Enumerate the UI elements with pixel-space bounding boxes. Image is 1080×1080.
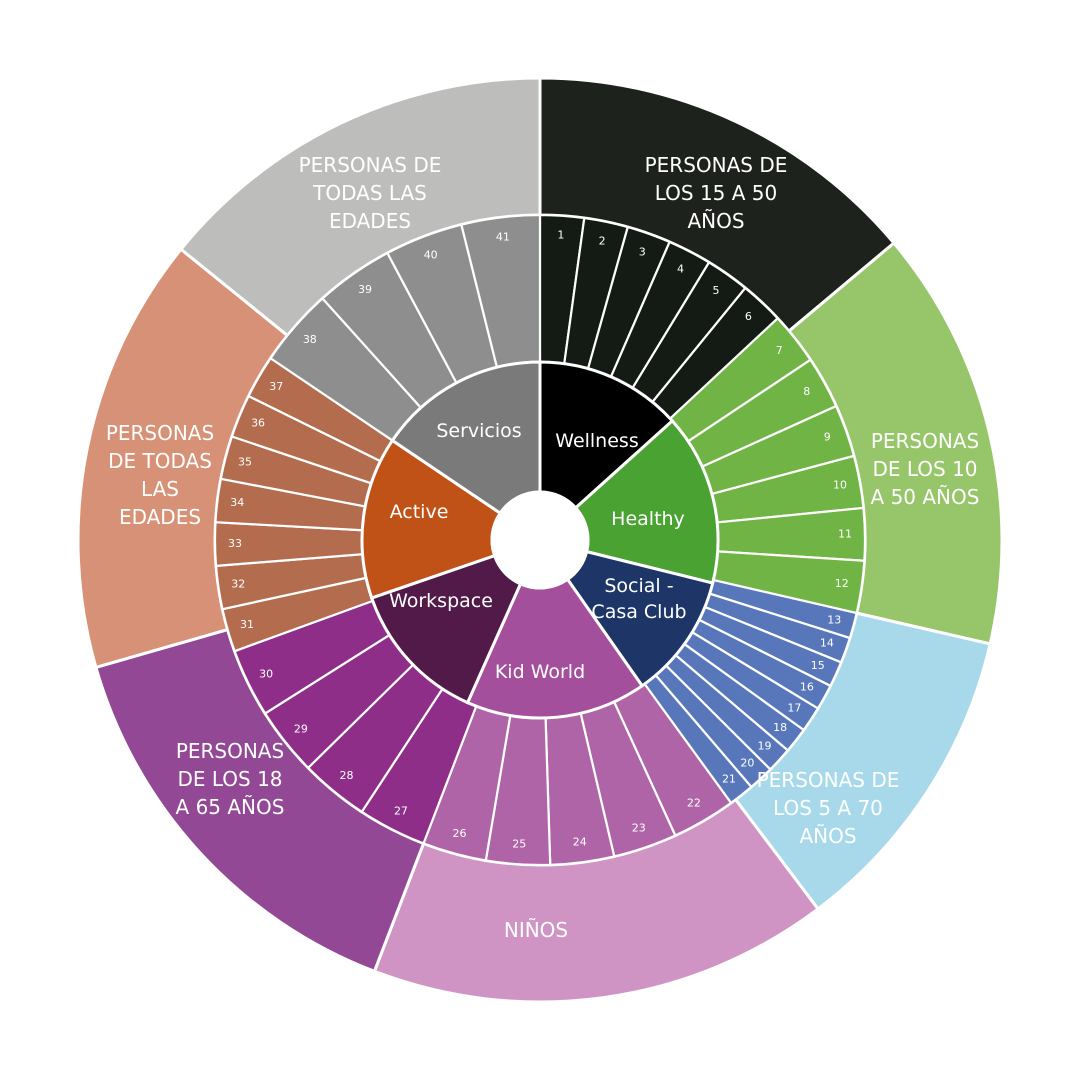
service-number-13: 13 (827, 613, 841, 626)
service-number-17: 17 (787, 701, 801, 714)
audience-label-workspace: PERSONAS DE LOS 18 A 65 AÑOS (176, 739, 285, 819)
service-number-24: 24 (573, 835, 587, 848)
audience-label-active: PERSONAS DE TODAS LAS EDADES (106, 421, 214, 529)
category-label-line: Workspace (389, 590, 493, 612)
category-label-line: Kid World (495, 661, 585, 683)
audience-label-line: DE TODAS (108, 449, 212, 473)
service-number-4: 4 (677, 262, 684, 275)
audience-label-kidworld: NIÑOS (504, 918, 568, 942)
service-number-12: 12 (835, 577, 849, 590)
category-label-social: Social - Casa Club (591, 575, 686, 623)
category-label-line: Healthy (611, 508, 685, 530)
service-number-20: 20 (740, 757, 754, 770)
category-label-line: Casa Club (591, 601, 686, 623)
service-number-8: 8 (803, 385, 810, 398)
service-number-29: 29 (294, 722, 308, 735)
service-number-21: 21 (722, 772, 736, 785)
audience-label-line: AÑOS (687, 209, 744, 233)
audience-label-line: EDADES (329, 209, 411, 233)
category-label-kidworld: Kid World (495, 661, 585, 683)
category-label-wellness: Wellness (555, 430, 638, 452)
audience-label-line: LOS 15 A 50 (655, 181, 778, 205)
audience-label-line: AÑOS (799, 824, 856, 848)
category-label-line: Wellness (555, 430, 638, 452)
service-number-11: 11 (838, 528, 852, 541)
audience-label-healthy: PERSONAS DE LOS 10 A 50 AÑOS (871, 429, 980, 509)
service-number-3: 3 (639, 246, 646, 259)
audience-label-line: DE LOS 10 (872, 457, 977, 481)
audience-label-line: NIÑOS (504, 918, 568, 942)
service-number-10: 10 (833, 478, 847, 491)
service-numbers-ring (213, 213, 867, 867)
service-number-5: 5 (713, 284, 720, 297)
service-number-18: 18 (773, 721, 787, 734)
audience-label-wellness: PERSONAS DE LOS 15 A 50 AÑOS (645, 153, 788, 233)
audience-label-line: PERSONAS (176, 739, 284, 763)
category-label-line: Servicios (436, 420, 521, 442)
service-number-1: 1 (557, 229, 564, 242)
audience-label-servicios: PERSONAS DE TODAS LAS EDADES (299, 153, 442, 233)
service-number-39: 39 (358, 283, 372, 296)
service-number-38: 38 (303, 333, 317, 346)
service-number-37: 37 (269, 380, 283, 393)
audience-label-line: PERSONAS DE (757, 768, 900, 792)
service-number-7: 7 (776, 344, 783, 357)
audience-label-line: PERSONAS (106, 421, 214, 445)
service-number-32: 32 (231, 578, 245, 591)
category-label-line: Active (390, 501, 449, 523)
service-number-40: 40 (424, 248, 438, 261)
service-number-41: 41 (496, 230, 510, 243)
audience-ring (76, 76, 1004, 1004)
service-number-33: 33 (228, 537, 242, 550)
category-label-line: Social - (604, 575, 673, 597)
category-label-servicios: Servicios (436, 420, 521, 442)
service-number-26: 26 (453, 827, 467, 840)
audience-label-social: PERSONAS DE LOS 5 A 70 AÑOS (757, 768, 900, 848)
service-number-34: 34 (230, 496, 244, 509)
service-number-2: 2 (599, 234, 606, 247)
service-number-27: 27 (394, 804, 408, 817)
audience-label-line: LOS 5 A 70 (773, 796, 883, 820)
category-label-active: Active (390, 501, 449, 523)
service-number-23: 23 (632, 822, 646, 835)
service-number-16: 16 (800, 681, 814, 694)
audience-label-line: A 65 AÑOS (176, 795, 285, 819)
service-number-15: 15 (811, 659, 825, 672)
audience-label-line: EDADES (119, 505, 201, 529)
audience-label-line: TODAS LAS (312, 181, 427, 205)
audience-label-line: PERSONAS DE (645, 153, 788, 177)
audience-label-line: A 50 AÑOS (871, 485, 980, 509)
service-number-30: 30 (259, 667, 273, 680)
category-label-healthy: Healthy (611, 508, 685, 530)
service-number-28: 28 (340, 769, 354, 782)
labels: PERSONAS DE LOS 15 A 50 AÑOS PERSONAS DE LOS… (106, 153, 980, 942)
service-number-19: 19 (757, 739, 771, 752)
audience-label-line: DE LOS 18 (177, 767, 282, 791)
service-number-6: 6 (745, 310, 752, 323)
service-number-22: 22 (687, 796, 701, 809)
service-number-35: 35 (238, 456, 252, 469)
service-number-36: 36 (251, 417, 265, 430)
audience-label-line: PERSONAS DE (299, 153, 442, 177)
service-number-9: 9 (824, 430, 831, 443)
center-hub-core (496, 496, 584, 584)
audience-label-line: PERSONAS (871, 429, 979, 453)
audience-label-line: LAS (141, 477, 179, 501)
service-number-25: 25 (512, 837, 526, 850)
category-label-workspace: Workspace (389, 590, 493, 612)
service-number-31: 31 (240, 618, 254, 631)
service-number-14: 14 (820, 636, 834, 649)
